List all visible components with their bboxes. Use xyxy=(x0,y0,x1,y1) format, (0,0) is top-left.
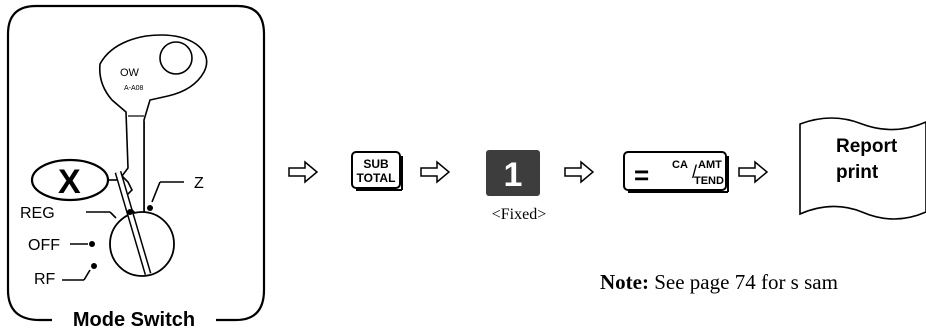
mode-switch-diagram: OW A-A08 X Z REG OFF RF xyxy=(6,4,266,322)
report-line-1: Report xyxy=(836,136,898,157)
subtotal-key-bottom: TOTAL xyxy=(357,171,396,185)
arrow-right-icon xyxy=(564,160,594,184)
key-icon xyxy=(98,34,208,244)
report-print-label: Report print xyxy=(836,134,897,186)
fixed-caption: <Fixed> xyxy=(491,206,547,223)
note-body: See page 74 for s sam xyxy=(648,270,838,294)
subtotal-key-top: SUB xyxy=(363,157,389,171)
arrow-right-icon xyxy=(738,160,768,184)
ca-key-equals: = xyxy=(634,160,649,190)
off-position-label: OFF xyxy=(28,237,60,254)
svg-text:/: / xyxy=(692,162,697,182)
note-text: Note: See page 74 for s sam xyxy=(600,270,838,295)
arrow-right-icon xyxy=(420,160,450,184)
key-brand-label: OW xyxy=(120,67,140,79)
ca-key-tend: TEND xyxy=(694,175,724,187)
rf-position-label: RF xyxy=(34,271,56,288)
arrow-right-icon xyxy=(288,160,318,184)
z-position-label: Z xyxy=(194,175,204,192)
ca-key-amt: AMT xyxy=(698,159,722,171)
report-print-paper xyxy=(799,117,926,220)
numeral-1-key[interactable]: 1 xyxy=(484,148,542,198)
x-position-label: X xyxy=(58,163,81,201)
report-line-2: print xyxy=(836,162,879,183)
mode-switch-title: Mode Switch xyxy=(52,308,216,332)
reg-position-label: REG xyxy=(20,205,55,222)
ca-key-ca: CA xyxy=(672,159,688,171)
numeral-key-label: 1 xyxy=(504,156,523,194)
note-label: Note: xyxy=(600,270,649,294)
switch-pointer xyxy=(114,171,152,275)
ca-amt-tend-key[interactable]: = CA / AMT TEND xyxy=(622,150,732,194)
subtotal-key[interactable]: SUB TOTAL xyxy=(350,150,404,192)
key-code-label: A-A08 xyxy=(124,85,144,92)
